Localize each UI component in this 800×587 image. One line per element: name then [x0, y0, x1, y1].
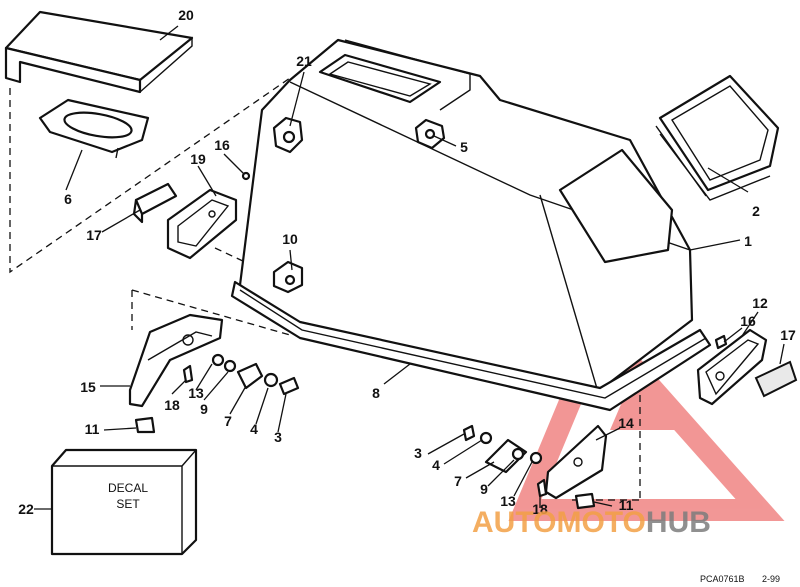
part-washer-13-right: [529, 451, 543, 465]
callout-20: 20: [178, 7, 194, 23]
part-clip-7-right: [484, 438, 528, 474]
callout-10: 10: [282, 231, 298, 247]
callout-2: 2: [752, 203, 760, 219]
part-engine-cowl: [230, 38, 712, 412]
watermark-auto: AUTO: [472, 506, 556, 539]
part-bolt-3-left: [278, 376, 300, 396]
decal-label-line2: SET: [116, 497, 140, 511]
part-washer-9-right: [511, 447, 525, 461]
callout-9-left: 9: [200, 401, 208, 417]
callout-15: 15: [80, 379, 96, 395]
part-latch-plate-left: [166, 188, 238, 260]
callout-4-left: 4: [250, 421, 258, 437]
callout-5: 5: [460, 139, 468, 155]
phantom-line-top-left: [9, 77, 291, 274]
watermark-text: AUTOMOTOHUB: [472, 506, 711, 539]
part-latch-lever-right: [754, 360, 798, 398]
callout-8: 8: [372, 385, 380, 401]
callout-21: 21: [296, 53, 312, 69]
callout-6: 6: [64, 191, 72, 207]
part-screw-16-left: [241, 171, 251, 181]
callout-18-left: 18: [164, 397, 180, 413]
callout-18-right: 18: [532, 501, 548, 517]
part-seal-ring: [38, 98, 150, 159]
part-clip-7-left: [236, 362, 264, 390]
svg-text:AUTOMOTOHUB: AUTOMOTOHUB: [472, 506, 711, 539]
part-grommet-11-right: [574, 492, 596, 510]
figure-date: 2-99: [762, 574, 780, 584]
callout-16-right: 16: [740, 313, 756, 329]
part-latch-lever-left: [132, 182, 178, 224]
leader-lines: [34, 25, 785, 510]
part-pin-18-right: [536, 478, 548, 498]
part-bolt-3-right: [462, 424, 476, 442]
phantom-line-bracket: [131, 289, 291, 336]
part-latch-plate-right: [696, 328, 768, 406]
callout-7-left: 7: [224, 413, 232, 429]
part-cover-plate: [4, 10, 194, 94]
part-washer-13-left: [211, 353, 225, 367]
callout-1: 1: [744, 233, 752, 249]
part-latch-knob: [414, 118, 446, 150]
watermark-logo: [508, 309, 785, 521]
callout-3-left: 3: [274, 429, 282, 445]
part-screw-16-right: [714, 334, 728, 350]
part-washer-4-right: [479, 431, 493, 445]
part-grommet-11-left: [134, 416, 156, 434]
part-window-grille: [655, 74, 780, 201]
decal-label-line1: DECAL: [108, 481, 148, 495]
callout-13-left: 13: [188, 385, 204, 401]
callout-19: 19: [190, 151, 206, 167]
callout-11-left: 11: [85, 421, 100, 437]
part-side-knob: [272, 260, 304, 294]
callout-3-right: 3: [414, 445, 422, 461]
callout-13-right: 13: [500, 493, 516, 509]
callout-4-right: 4: [432, 457, 440, 473]
figure-code: PCA0761B: [700, 574, 745, 584]
part-knob: [272, 116, 304, 154]
callout-7-right: 7: [454, 473, 462, 489]
part-decal-set: DECAL SET: [50, 448, 198, 556]
part-pin-18-left: [182, 364, 194, 384]
callout-17-left: 17: [86, 227, 102, 243]
callout-16-left: 16: [214, 137, 230, 153]
watermark-hub: HUB: [646, 506, 711, 539]
part-washer-4-left: [263, 372, 279, 388]
callout-17-right: 17: [780, 327, 796, 343]
callout-11-right: 11: [619, 497, 634, 513]
callout-12: 12: [752, 295, 768, 311]
callout-9-right: 9: [480, 481, 488, 497]
watermark-moto: MOTO: [556, 506, 645, 539]
callout-14: 14: [618, 415, 634, 431]
callout-22: 22: [18, 501, 34, 517]
phantom-line-plate: [214, 247, 246, 263]
part-washer-9-left: [223, 359, 237, 373]
part-bracket-left: [128, 313, 224, 408]
